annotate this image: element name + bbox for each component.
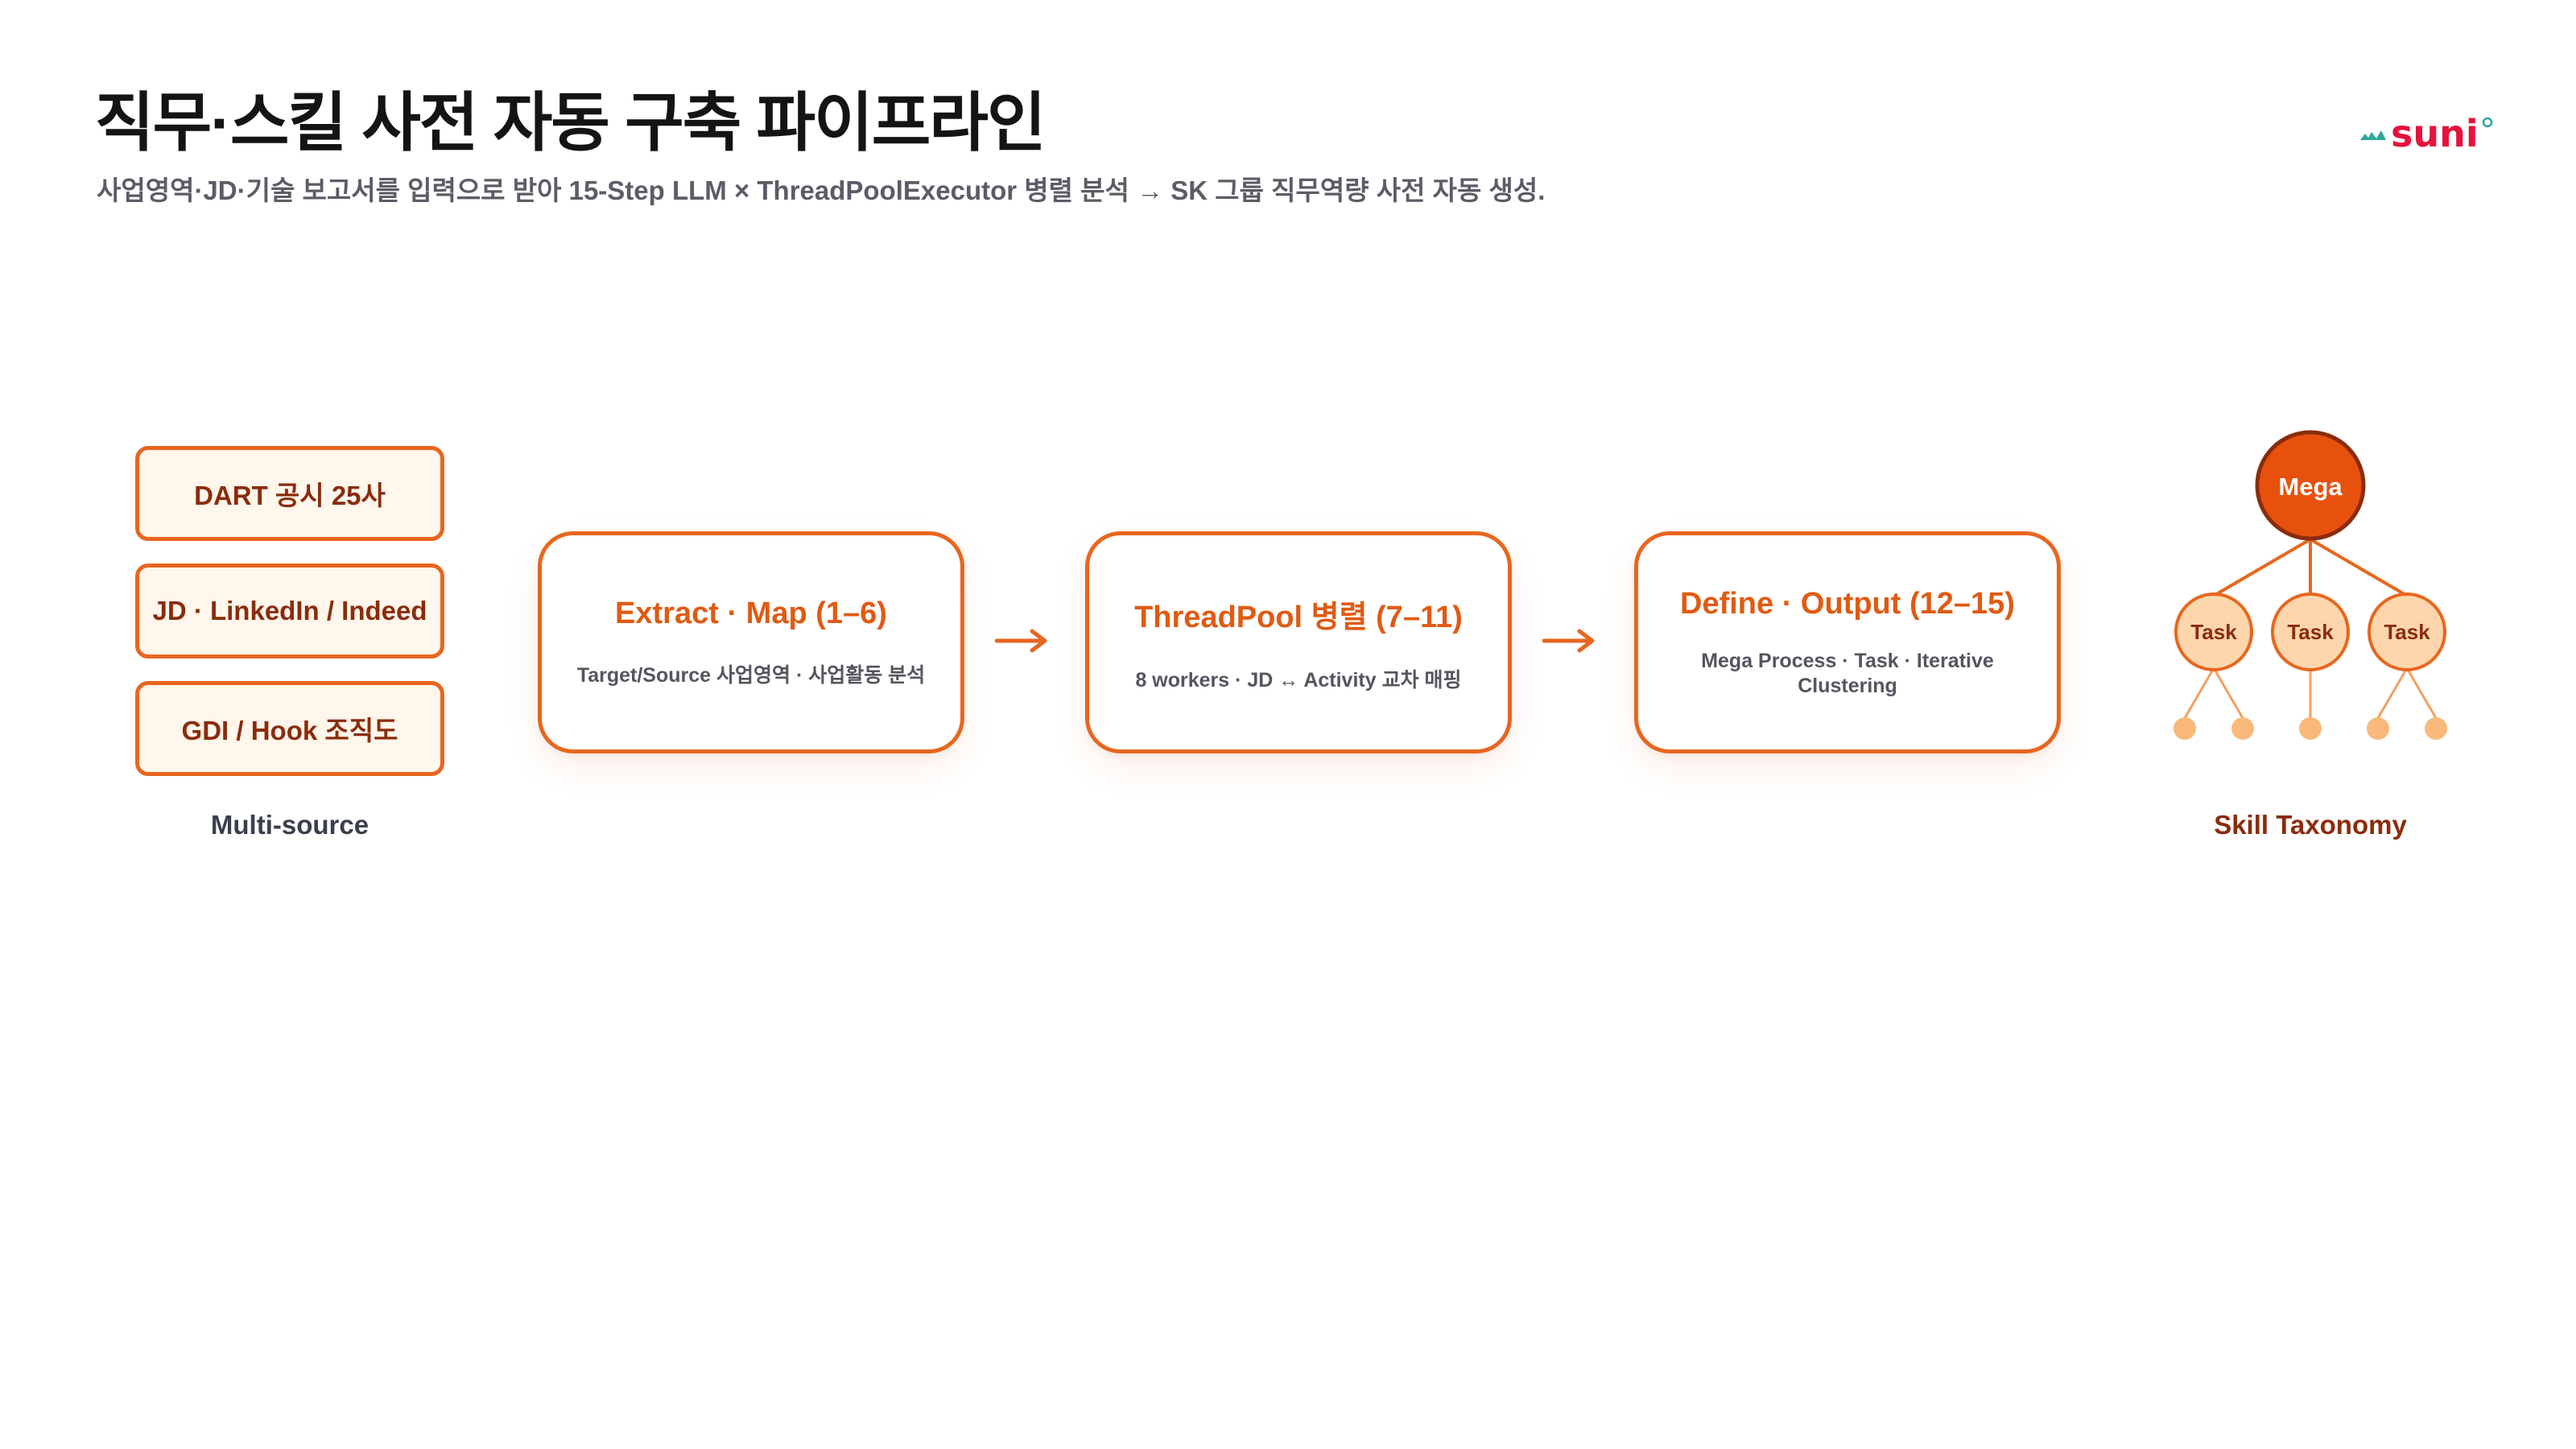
stage-threadpool: ThreadPool 병렬 (7–11) 8 workers · JD ↔ Ac… bbox=[1085, 531, 1512, 753]
tree-leaf-node bbox=[2299, 717, 2322, 740]
tree-leaf-node bbox=[2174, 717, 2196, 740]
tree-task-node: Task bbox=[2271, 592, 2350, 671]
tree-edge bbox=[2212, 538, 2312, 597]
stage-description: 8 workers · JD ↔ Activity 교차 매핑 bbox=[1135, 669, 1462, 691]
tree-edge bbox=[2183, 667, 2215, 719]
stage-title: Extract · Map (1–6) bbox=[615, 597, 887, 630]
tree-root-node: Mega bbox=[2255, 430, 2366, 541]
tree-leaf-node bbox=[2425, 717, 2447, 740]
stage-title: Define · Output (12–15) bbox=[1680, 586, 2015, 621]
tree-leaf-node bbox=[2231, 717, 2254, 740]
mountain-wave-icon bbox=[2360, 130, 2386, 140]
skill-taxonomy-tree: Mega Task Task Task bbox=[2174, 430, 2447, 740]
tree-task-label: Task bbox=[2287, 620, 2334, 644]
arrow-right-icon bbox=[1542, 629, 1595, 653]
tree-edge bbox=[2376, 667, 2409, 719]
source-dart: DART 공시 25사 bbox=[135, 446, 444, 541]
tree-edge bbox=[2405, 667, 2438, 719]
tree-task-label: Task bbox=[2190, 620, 2237, 644]
page-subtitle: 사업영역·JD·기술 보고서를 입력으로 받아 15-Step LLM × Th… bbox=[97, 175, 1546, 205]
stage-define-output: Define · Output (12–15) Mega Process · T… bbox=[1634, 531, 2061, 753]
source-gdi: GDI / Hook 조직도 bbox=[135, 681, 444, 776]
sources-label: Multi-source bbox=[210, 810, 369, 840]
arrow-right-icon bbox=[995, 629, 1047, 653]
source-jd: JD · LinkedIn / Indeed bbox=[135, 564, 444, 658]
brand-logo: suni bbox=[2360, 112, 2493, 155]
tree-task-label: Task bbox=[2384, 620, 2430, 644]
tree-edge bbox=[2212, 667, 2244, 719]
tree-edge bbox=[2309, 538, 2409, 597]
page-title: 직무·스킬 사전 자동 구축 파이프라인 bbox=[95, 87, 1046, 159]
stage-description: Mega Process · Task · Iterative Clusteri… bbox=[1701, 649, 1994, 697]
stage-title: ThreadPool 병렬 (7–11) bbox=[1134, 601, 1463, 634]
taxonomy-label: Skill Taxonomy bbox=[2214, 810, 2407, 840]
stage-extract-map: Extract · Map (1–6) Target/Source 사업영역 ·… bbox=[538, 531, 964, 753]
tree-task-node: Task bbox=[2368, 592, 2446, 671]
tree-leaf-node bbox=[2367, 717, 2389, 740]
stage-description: Target/Source 사업영역 · 사업활동 분석 bbox=[576, 664, 926, 687]
logo-text: suni bbox=[2391, 112, 2479, 155]
tree-root-label: Mega bbox=[2278, 473, 2343, 501]
tree-task-node: Task bbox=[2174, 592, 2253, 671]
